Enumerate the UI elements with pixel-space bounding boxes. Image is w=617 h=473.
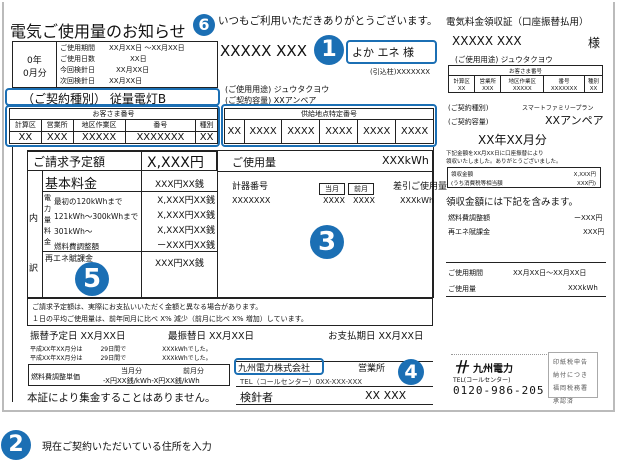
page-title: 電気ご使用量のお知らせ <box>10 22 186 41</box>
receipt-includes: 領収金額には下記を含みます。 <box>446 197 579 208</box>
no-collect-note: 本証により集金することはありません。 <box>27 392 216 404</box>
transfer-date: 振替予定日 XX月XX日 <box>30 331 126 342</box>
company-tel: TEL（コールセンター）0XX-XXX-XXX <box>240 378 363 386</box>
pole-number: (引込柱)XXXXXXX <box>370 68 431 76</box>
due-date: お支払期日 XX月XX日 <box>328 331 424 342</box>
logo-area: 卄 九州電力 TEL(コールセンター) 0120-986-205 <box>451 354 547 400</box>
billing-label: ご請求予定額 <box>33 155 106 169</box>
receipt-ren: XXX円 <box>583 228 605 236</box>
current-label: 当月 <box>319 183 345 195</box>
usage-value: XXXkWh <box>382 154 429 167</box>
office: 営業所 <box>358 364 386 374</box>
fuel-unit-box: 燃料費調整単価 当月分 前月分 -X円XX銭/kWh-X円XX銭/kWh <box>28 364 230 386</box>
receipt-title: 電気料金領収証（口座振替払用） <box>446 17 589 28</box>
contract-capacity: (ご契約容量) XXアンペア <box>225 96 317 105</box>
receipt-period-label: ご使用期間 <box>448 269 483 277</box>
receipt-sama: 様 <box>588 36 601 50</box>
badge-5: 5 <box>75 262 109 296</box>
billing-amount: X,XXX円 <box>147 155 204 171</box>
breakdown-side: 訳 <box>29 264 39 274</box>
meter-label: 計器番号 <box>232 182 269 192</box>
renewable-value: XXX円XX銭 <box>155 259 204 269</box>
receipt-use-label: ご使用量 <box>448 285 476 293</box>
badge-1: 1 <box>314 35 344 65</box>
badge-2: 2 <box>1 430 31 460</box>
receipt-cap: XXアンペア <box>545 114 604 127</box>
receipt-fuel-label: 燃料費調整額 <box>448 214 490 222</box>
contract-type: （ご契約種別） 従量電灯B <box>22 92 167 106</box>
usage-purpose: (ご使用用途) ジュウタクヨウ <box>225 85 330 94</box>
usage-label: ご使用量 <box>232 156 276 169</box>
reader-value: XX XXX <box>365 389 407 402</box>
breakdown-side: 内 <box>29 214 39 224</box>
company-name[interactable]: 九州電力株式会社 <box>238 364 311 374</box>
history: 平成XX年XX月分は 29日間で XXXkWhでした。 平成XX年XX月分は 2… <box>30 346 212 362</box>
greeting: いつもご利用いただきありがとうございます。 <box>218 15 438 27</box>
period-row: 今回検針日 XX月XX日 <box>60 66 150 74</box>
receipt-use: XXXkWh <box>568 284 598 292</box>
receipt-cap-label: (ご契約容量) <box>448 118 489 126</box>
receipt-name: XXXXX XXX <box>452 34 522 48</box>
reader-label: 検針者 <box>240 391 273 404</box>
current-value: XXXX <box>323 196 345 205</box>
basic-charge-label: 基本料金 <box>45 177 98 192</box>
logo-icon: 卄 <box>454 360 468 376</box>
basic-charge-value: XXX円XX銭 <box>155 180 204 190</box>
badge-3: 3 <box>310 225 344 259</box>
badge-4: 4 <box>398 359 424 385</box>
period-row: ご使用日数 XX日 <box>60 55 147 63</box>
receipt-ren-label: 再エネ賦課金 <box>448 228 490 236</box>
billing-table: ご請求予定額 X,XXX円 内 訳 基本料金 XXX円XX銭 電力量料金 最初の… <box>27 150 447 299</box>
tax-stamp: 印紙税申告納付につき福岡税務署承認済 <box>548 352 598 405</box>
retransfer-date: 最振替日 XX月XX日 <box>168 331 255 342</box>
receipt-usage: (ご使用用途) ジュウタクヨウ <box>455 55 553 64</box>
receipt-plan-label: (ご契約種別) <box>448 104 489 112</box>
meter-no: XXXXXXX <box>232 196 271 205</box>
previous-value: XXXX <box>353 196 375 205</box>
period-box: 0年 0月分 ご使用期間 XX月XX日 ～XX月XX日 ご使用日数 XX日 今回… <box>12 41 218 88</box>
receipt-period: XX月XX日～XX月XX日 <box>513 269 587 277</box>
diff-label: 差引ご使用量 <box>393 182 448 192</box>
period-month: 0月分 <box>23 69 47 79</box>
renewable-label: 再エネ賦課金 <box>45 254 93 263</box>
receipt-month: XX年XX月分 <box>478 133 547 147</box>
receipt-plan: スマートファミリープラン <box>522 105 594 112</box>
diff-value: XXXkWh <box>400 196 435 205</box>
document-frame <box>2 2 615 412</box>
badge-6: 6 <box>193 14 215 36</box>
receipt-notice: 下記金額をXX月XX日に口座振替により領収いたしました。ありがとうございました。 <box>446 151 562 165</box>
previous-label: 前月 <box>348 183 374 195</box>
caption: 現在ご契約いただいている住所を入力 <box>42 442 212 453</box>
customer-name: XXXXX XXX <box>220 42 307 60</box>
notes: ご請求予定額は、実際にお支払いいただく金額と異なる場合があります。１日の平均ご使… <box>27 298 433 326</box>
period-year: 0年 <box>27 56 42 66</box>
period-row: 次回検針日 XX月XX日 <box>60 77 143 85</box>
receipt-fuel: ーXXX円 <box>574 214 603 222</box>
period-row: ご使用期間 XX月XX日 ～XX月XX日 <box>60 44 185 52</box>
customer-honorific[interactable]: よか エネ 様 <box>352 46 414 59</box>
